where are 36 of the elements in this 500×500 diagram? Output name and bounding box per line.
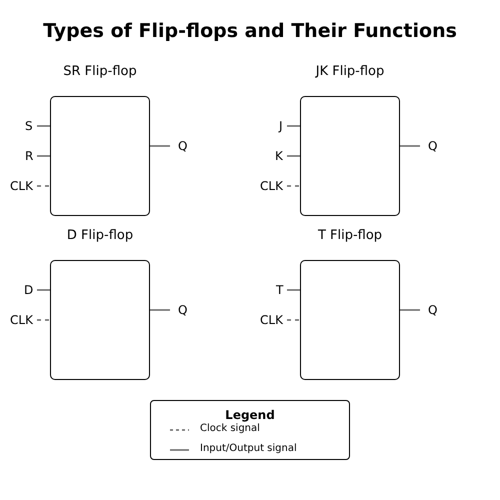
- flip-flop-heading: JK Flip-flop: [314, 64, 386, 79]
- pin-label: Q: [428, 303, 438, 317]
- clock-signal-line: [287, 319, 300, 321]
- signal-line: [37, 289, 50, 291]
- signal-line: [287, 125, 300, 127]
- signal-line: [37, 155, 50, 157]
- flip-flop-heading: T Flip-flop: [316, 228, 384, 243]
- pin-label: CLK: [260, 313, 283, 327]
- signal-line: [37, 125, 50, 127]
- pin-label: CLK: [10, 313, 33, 327]
- legend-heading: Legend: [224, 408, 276, 422]
- clock-signal-line: [37, 319, 50, 321]
- pin-label: Q: [178, 303, 188, 317]
- clock-signal-line: [37, 185, 50, 187]
- pin-label: S: [25, 119, 33, 133]
- pin-label: K: [275, 149, 283, 163]
- legend-text: Input/Output signal: [200, 443, 297, 454]
- pin-label: T: [276, 283, 284, 297]
- flip-flop-heading: SR Flip-flop: [62, 64, 138, 79]
- pin-label: J: [279, 119, 283, 133]
- legend-text: Clock signal: [200, 423, 260, 434]
- signal-line: [400, 309, 420, 311]
- signal-line: [150, 145, 170, 147]
- clock-signal-line: [287, 185, 300, 187]
- signal-line: [150, 309, 170, 311]
- pin-label: CLK: [10, 179, 33, 193]
- diagram-title: Types of Flip-flops and Their Functions: [42, 20, 458, 42]
- signal-line: [400, 145, 420, 147]
- flip-flop-heading: D Flip-flop: [66, 228, 134, 243]
- pin-label: R: [25, 149, 34, 163]
- pin-label: CLK: [260, 179, 283, 193]
- pin-label: Q: [428, 139, 438, 153]
- signal-line: [287, 289, 300, 291]
- signal-line: [287, 155, 300, 157]
- pin-label: D: [24, 283, 34, 297]
- pin-label: Q: [178, 139, 188, 153]
